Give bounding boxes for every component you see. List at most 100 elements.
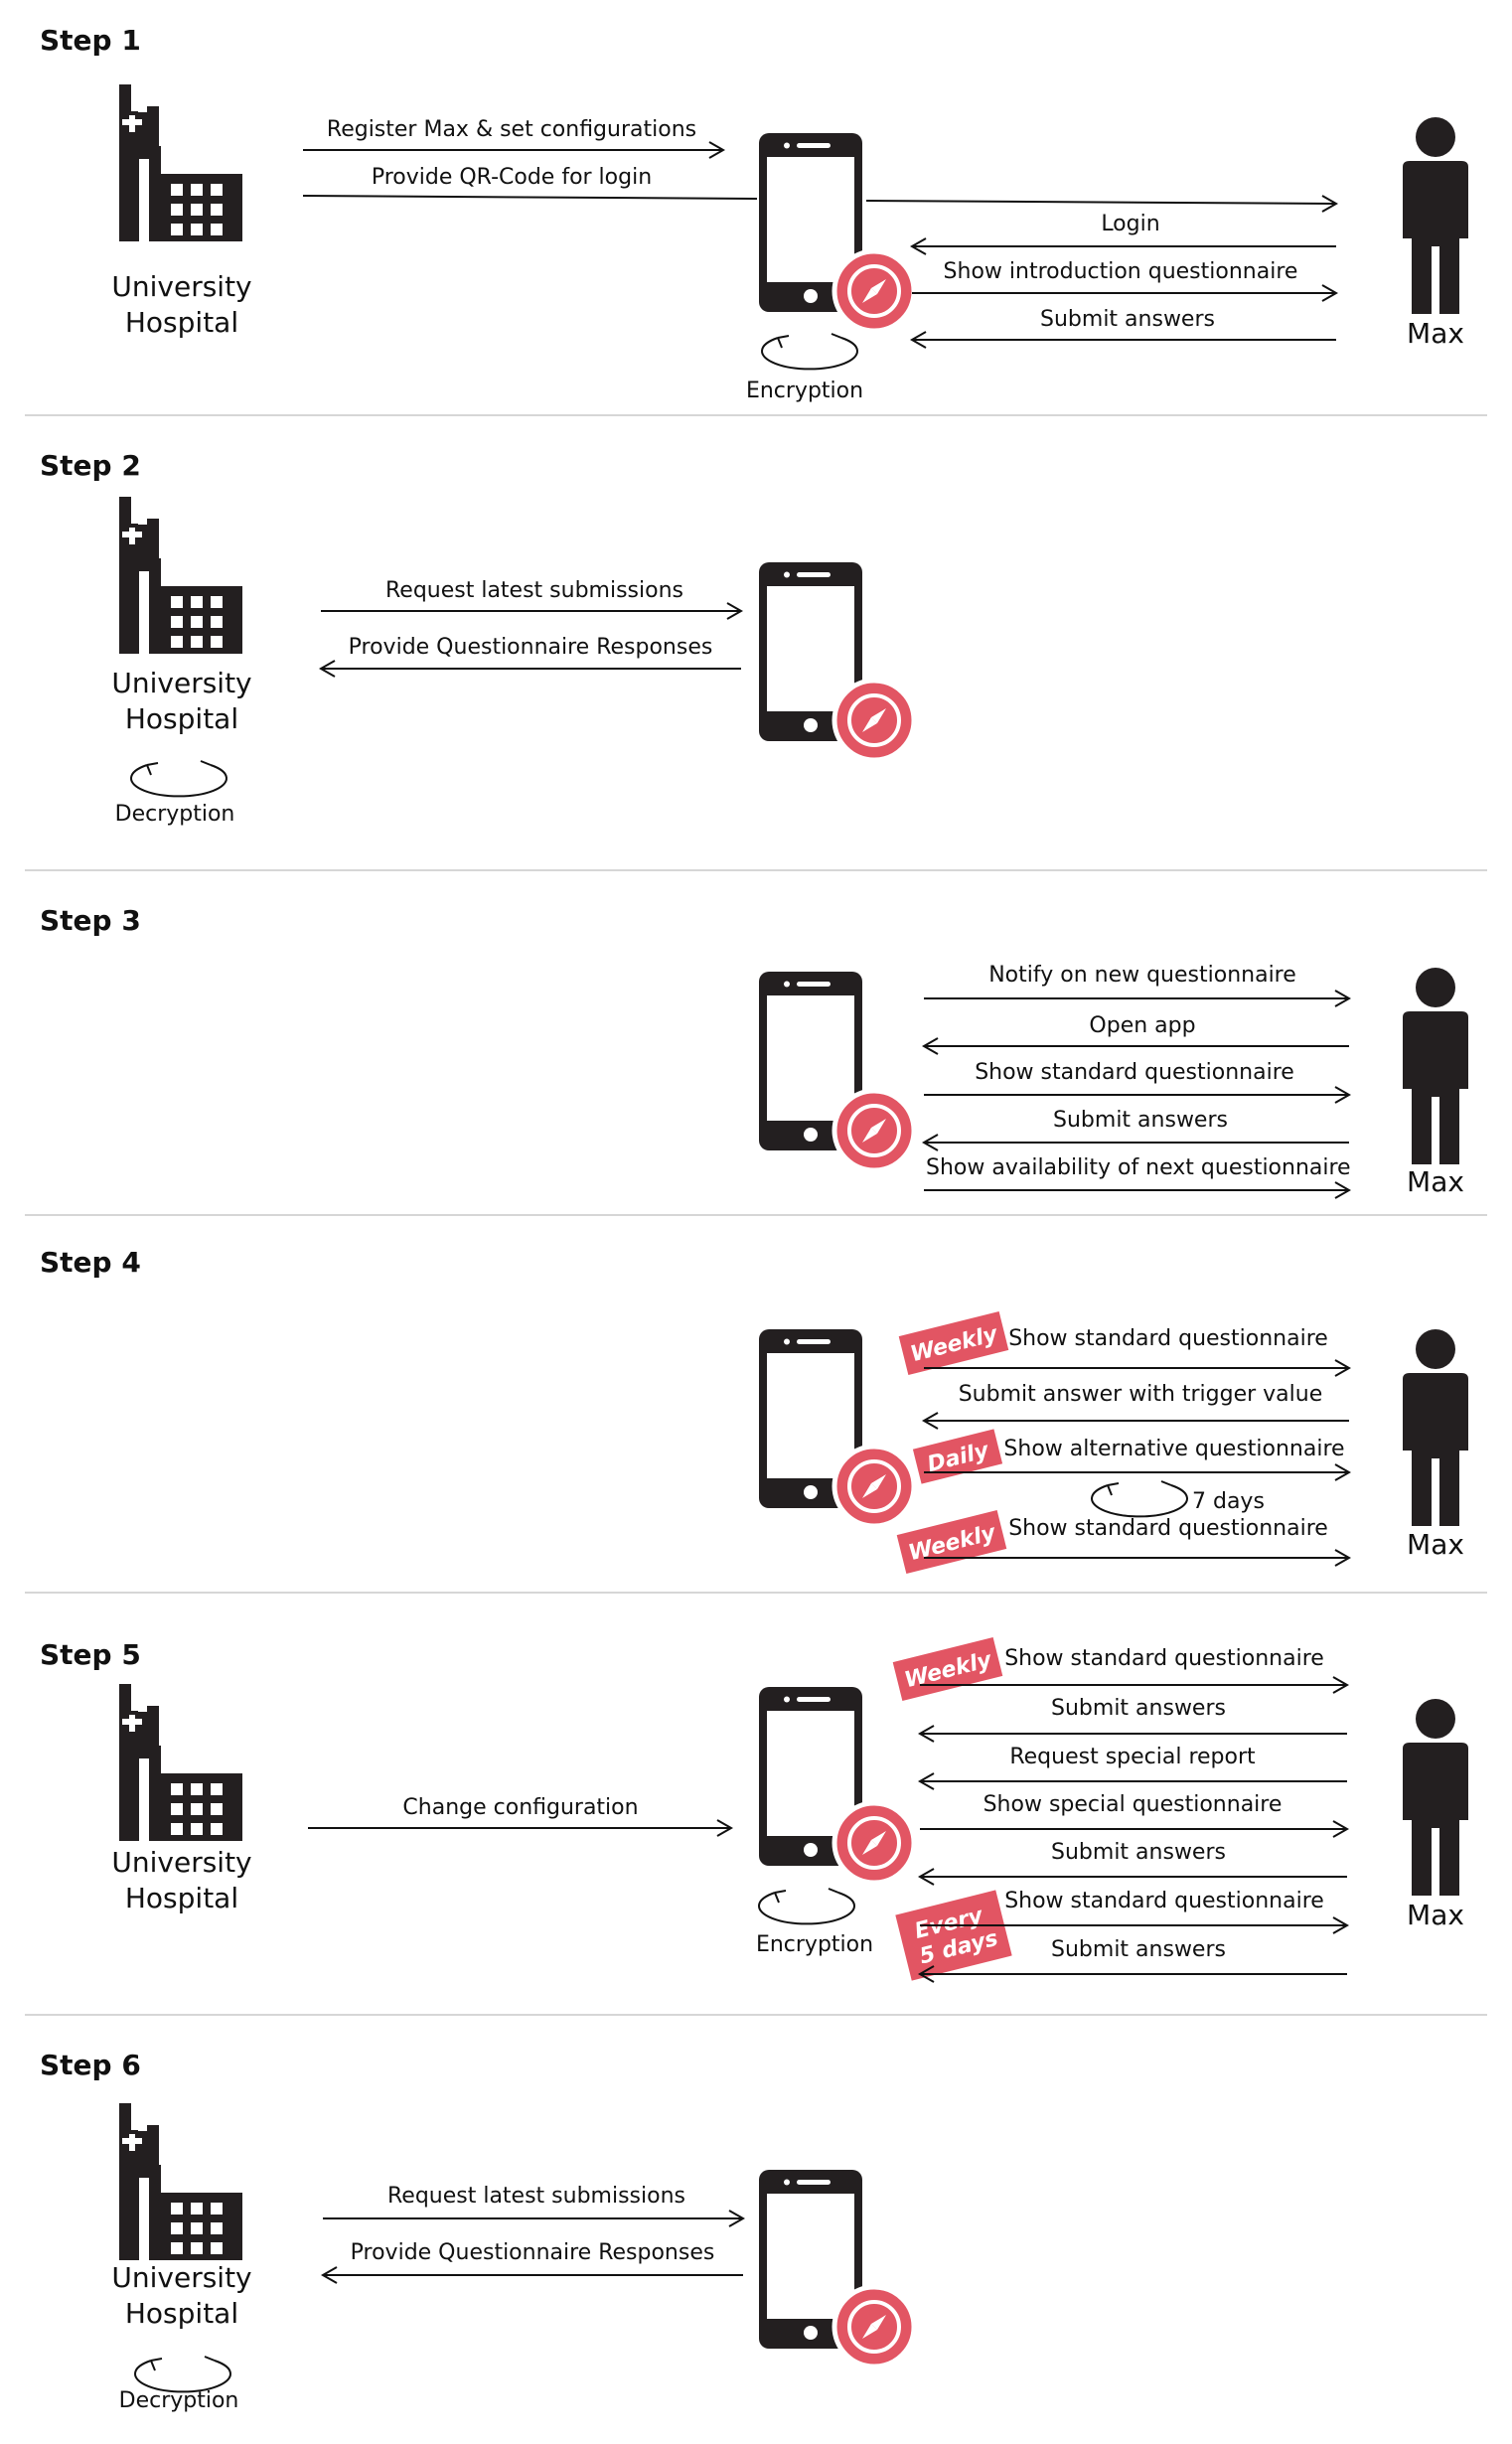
cycle-icon [761,333,858,371]
message-arrow [302,195,758,200]
hospital-icon [119,84,242,241]
hospital-process-label: Decryption [119,2388,239,2413]
app-logo-icon [834,1447,914,1526]
message-label: Show introduction questionnaire [944,259,1298,284]
app-logo-icon [834,681,914,760]
arrow-head [1334,1086,1352,1104]
interval-label: 7 days [1192,1489,1265,1514]
message-label: Register Max & set configurations [327,117,696,142]
arrow-head [917,1868,935,1886]
message-label: Provide Questionnaire Responses [349,635,713,660]
message-label: Open app [1089,1013,1195,1038]
message-label: Request special report [1009,1745,1256,1769]
hospital-label: Hospital [125,306,238,339]
person-icon [1403,1329,1468,1526]
app-logo-icon [834,1803,914,1883]
arrow-head [716,1819,734,1837]
message-label: Submit answers [1051,1840,1226,1865]
arrow-head [1332,1916,1350,1934]
arrow-head [1332,1820,1350,1838]
frequency-badge: Weekly [898,1311,1009,1375]
message-label: Show standard questionnaire [1008,1326,1328,1351]
cycle-icon [134,2356,231,2393]
arrow-head [318,660,336,678]
message-label: Show availability of next questionnaire [926,1155,1351,1180]
message-label: Show standard questionnaire [1004,1889,1324,1913]
step-4-title: Step 4 [40,1246,141,1279]
hospital-label: Hospital [125,1882,238,1914]
arrow-head [909,331,927,349]
arrow-head [726,602,744,620]
message-label: Show standard questionnaire [975,1060,1294,1085]
step-6-title: Step 6 [40,2049,141,2081]
step-1-title: Step 1 [40,24,141,57]
arrow-head [917,1965,935,1983]
arrow-head [1334,1181,1352,1199]
app-logo-icon [834,251,914,331]
hospital-icon [119,1684,242,1841]
message-label: Provide Questionnaire Responses [351,2240,715,2265]
arrow-head [1321,195,1339,213]
person-icon [1403,968,1468,1164]
message-label: Request latest submissions [385,578,683,603]
app-logo-icon [834,1091,914,1170]
hospital-label: University [111,1846,251,1879]
user-label: Max [1407,1165,1464,1198]
message-label: Provide QR-Code for login [372,165,652,190]
frequency-badge: Daily [912,1429,1003,1484]
hospital-process-label: Decryption [115,802,235,827]
hospital-icon [119,497,242,654]
arrow-head [1334,1463,1352,1481]
arrow-head [921,1134,939,1151]
arrow-head [921,1037,939,1055]
arrow-head [1321,284,1339,302]
arrow-head [728,2210,746,2227]
frequency-badge: Weekly [892,1637,1003,1701]
message-label: Request latest submissions [387,2184,685,2209]
arrow-head [1334,1549,1352,1567]
message-label: Submit answers [1051,1937,1226,1962]
message-label: Show standard questionnaire [1004,1646,1324,1671]
message-label: Submit answers [1040,307,1215,332]
user-label: Max [1407,1899,1464,1931]
phone-process-label: Encryption [746,379,863,403]
hospital-label: University [111,667,251,699]
app-logo-icon [834,2287,914,2367]
arrow-head [921,1412,939,1430]
frequency-badge: Every 5 days [895,1890,1012,1981]
message-label: Notify on new questionnaire [988,963,1296,988]
step-5-title: Step 5 [40,1638,141,1671]
message-label: Submit answers [1051,1696,1226,1721]
phone-process-label: Encryption [756,1932,873,1957]
arrow-head [1332,1676,1350,1694]
hospital-label: University [111,2261,251,2294]
cycle-icon [130,760,227,798]
person-icon [1403,1699,1468,1896]
person-icon [1403,117,1468,314]
message-arrow [865,200,1337,205]
arrow-head [917,1725,935,1743]
message-label: Login [1101,212,1159,236]
hospital-icon [119,2103,242,2260]
frequency-badge: Weekly [896,1510,1007,1574]
arrow-head [1334,1359,1352,1377]
hospital-label: Hospital [125,702,238,735]
user-label: Max [1407,1528,1464,1561]
arrow-head [320,2266,338,2284]
message-label: Show standard questionnaire [1008,1516,1328,1541]
hospital-label: University [111,270,251,303]
cycle-icon [758,1888,855,1925]
arrow-head [909,237,927,255]
hospital-label: Hospital [125,2297,238,2330]
arrow-head [708,141,726,159]
user-label: Max [1407,317,1464,350]
message-label: Change configuration [402,1795,638,1820]
step-3-title: Step 3 [40,904,141,937]
message-label: Show special questionnaire [983,1792,1283,1817]
message-label: Show alternative questionnaire [1003,1437,1344,1461]
message-label: Submit answer with trigger value [959,1382,1323,1407]
arrow-head [917,1772,935,1790]
arrow-head [1334,990,1352,1007]
cycle-icon [1091,1480,1188,1518]
